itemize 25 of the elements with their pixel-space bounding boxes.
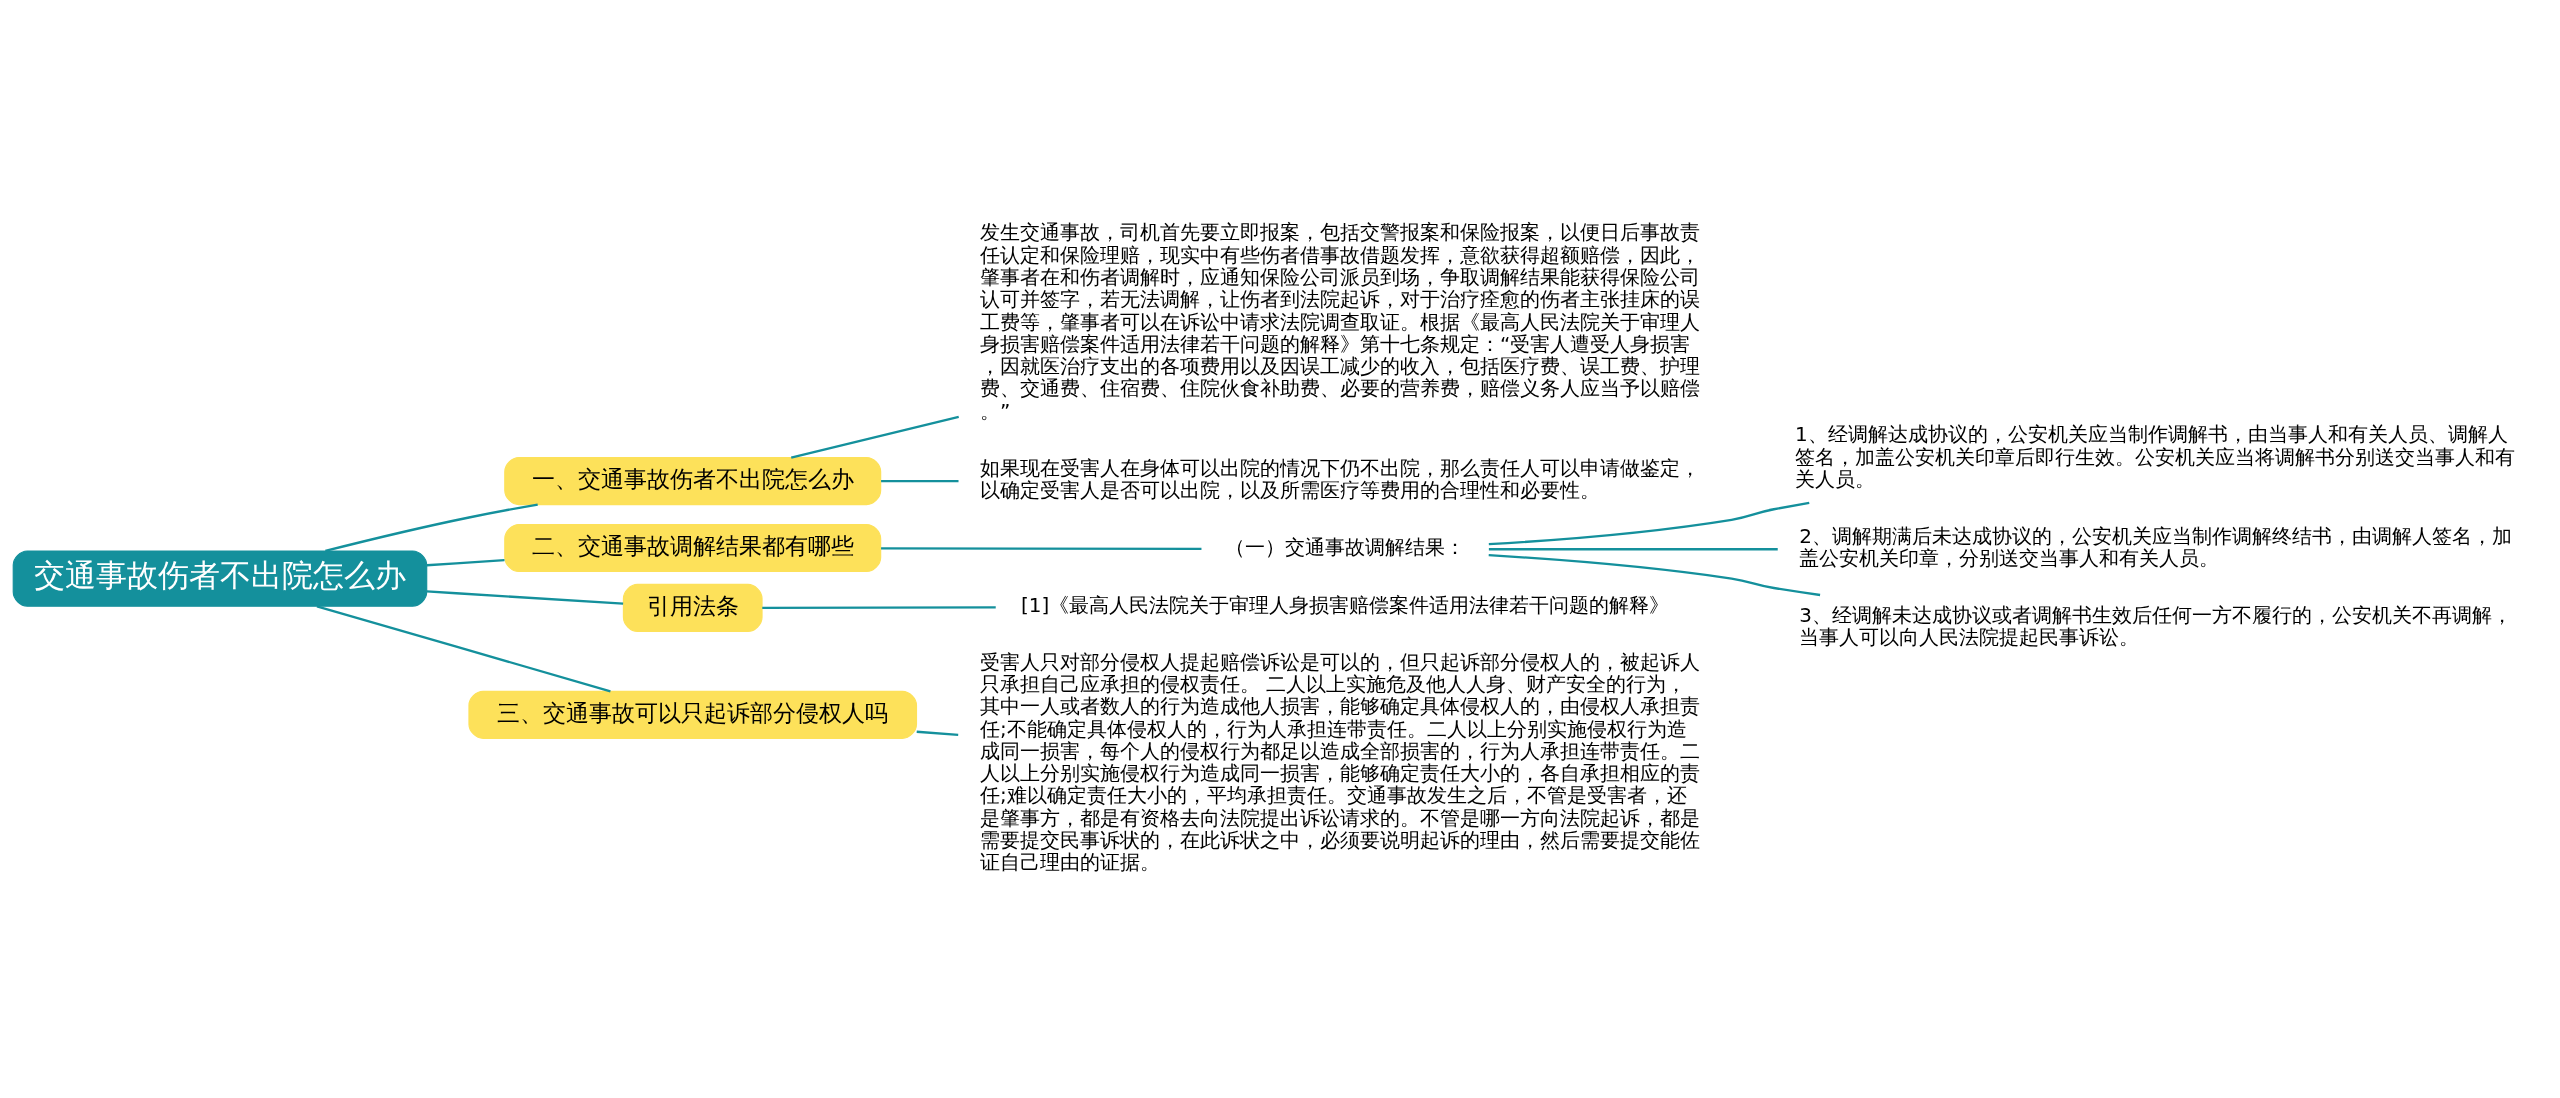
connector — [881, 479, 959, 482]
node-text: 发生交通事故，司机首先要立即报案，包括交警报案和保险报案，以便日后事故责任认定和保险理赔，现实中有些伤者借事故借题发挥，意欲获得超额赔偿，因此，肇事者在和伤者调解时，应通知保险公司派员到场，争取调解结果能获得保险公司认可并签字，若无法调解，让伤者到法院起诉，对于治疗痊愈的伤者主张挂床的误工费等，肇事者可以在诉讼中请求法院调查取证。根据《最高人民法院关于审理人身损害赔偿案件适用法律若干问题的解释》第十七条规定：“受害人遭受人身损害，因就医治疗支出的各项费用以及因误工减少的收入，包括医疗费、误工费、护理费、交通费、住宿费、住院伙食补助费、必要的营养费，赔偿义务人应当予以赔偿。” — [979, 219, 1700, 423]
node-text: 受害人只对部分侵权人提起赔偿诉讼是可以的，但只起诉部分侵权人的，被起诉人只承担自己应承担的侵权责任。 二人以上实施危及他人人身、财产安全的行为，其中一人或者数人的行为造成他人损害，能够确定具体侵权人的，由侵权人承担责任;不能确定具体侵权人的，行为人承担连带责任。二人以上分别实施侵权行为造成同一损害，每个人的侵权行为都足以造成全部损害的，行为人承担连带责任。二人以上分别实施侵权行为造成同一损害，能够确定责任大小的，各自承担相应的责任;难以确定责任大小的，平均承担责任。交通事故发生之后，不管是受害者，还是肇事方，都是有资格去向法院提出诉讼请求的。不管是哪一方向法院起诉，都是需要提交民事诉状的，在此诉状之中，必须要说明起诉的理由，然后需要提交能佐证自己理由的证据。 — [979, 649, 1700, 874]
node-text: 1、经调解达成协议的，公安机关应当制作调解书，由当事人和有关人员、调解人签名，加盖公安机关印章后即行生效。公安机关应当将调解书分别送交当事人和有关人员。 — [1795, 421, 2516, 491]
connector — [325, 502, 538, 552]
connector — [916, 730, 959, 736]
connector — [1488, 547, 1778, 550]
node-text: 2、调解期满后未达成协议的，公安机关应当制作调解终结书，由调解人签名，加盖公安机关印章，分别送交当事人和有关人员。 — [1799, 523, 2512, 570]
connector — [790, 415, 959, 459]
node-box: 引用法条 — [622, 583, 763, 632]
node-text: 如果现在受害人在身体可以出院的情况下仍不出院，那么责任人可以申请做鉴定，以确定受害人是否可以出院，以及所需医疗等费用的合理性和必要性。 — [979, 455, 1700, 502]
node-box: 三、交通事故可以只起诉部分侵权人吗 — [468, 690, 918, 739]
connector — [1488, 553, 1821, 596]
node-box: 交通事故伤者不出院怎么办 — [12, 549, 428, 607]
connector — [762, 605, 996, 609]
node-box: 二、交通事故调解结果都有哪些 — [504, 523, 882, 572]
node-text: [1]《最高人民法院关于审理人身损害赔偿案件适用法律若干问题的解释》 — [1021, 592, 1670, 617]
connector — [426, 558, 505, 566]
connector — [1488, 501, 1810, 545]
connector — [881, 546, 1202, 550]
node-box: 一、交通事故伤者不出院怎么办 — [504, 456, 882, 505]
node-text: （一）交通事故调解结果： — [1225, 534, 1466, 559]
connector — [316, 604, 611, 692]
connector — [426, 589, 624, 605]
node-text: 3、经调解未达成协议或者调解书生效后任何一方不履行的，公安机关不再调解，当事人可以向人民法院提起民事诉讼。 — [1799, 602, 2512, 649]
